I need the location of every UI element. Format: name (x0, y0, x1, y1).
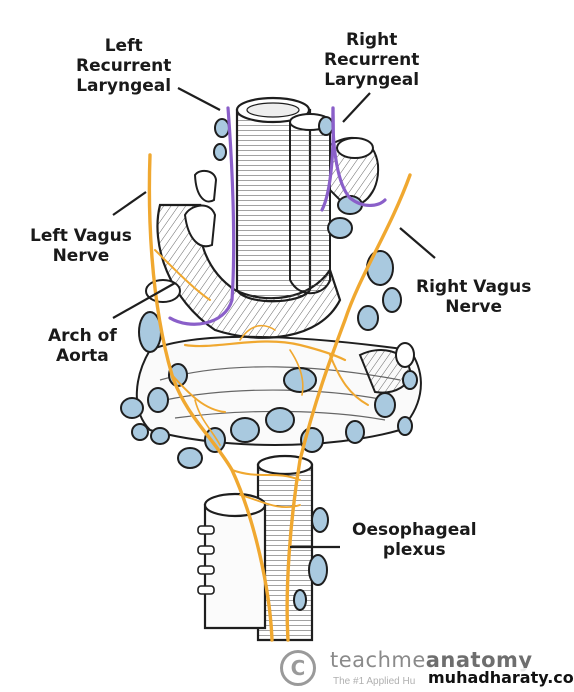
label-line: Nerve (52, 246, 110, 266)
label-line: Left (104, 36, 143, 56)
watermark-tagline: The #1 Applied Hu (333, 676, 416, 687)
label-right-recurrent-laryngeal: Right Recurrent Laryngeal (324, 30, 419, 90)
label-line: Right Vagus (416, 277, 532, 297)
leader-lines (112, 87, 436, 549)
label-line: Aorta (55, 346, 109, 366)
oesophagus-upper (289, 113, 331, 295)
label-line: Arch of (48, 326, 117, 346)
label-right-vagus-nerve: Right Vagus Nerve (416, 277, 531, 317)
label-left-recurrent-laryngeal: Left Recurrent Laryngeal (76, 36, 171, 96)
label-line: Right (346, 30, 398, 50)
label-line: Nerve (445, 297, 503, 317)
copyright-logo: C (280, 650, 316, 686)
label-line: Laryngeal (76, 76, 172, 96)
label-line: Recurrent (324, 50, 420, 70)
vagus-nerves (147, 153, 412, 642)
descending-aorta (197, 492, 267, 630)
recurrent-laryngeal-nerves (168, 106, 387, 326)
label-arch-of-aorta: Arch of Aorta (48, 326, 117, 366)
label-line: Oesophageal (352, 520, 477, 540)
label-line: Recurrent (76, 56, 172, 76)
brand-prefix: teachme (330, 648, 426, 672)
label-left-vagus-nerve: Left Vagus Nerve (30, 226, 132, 266)
label-oesophageal-plexus: Oesophageal plexus (352, 520, 477, 560)
label-line: plexus (382, 540, 446, 560)
label-line: Laryngeal (324, 70, 420, 90)
label-line: Left Vagus (30, 226, 132, 246)
watermark-site[interactable]: muhadharaty.com (426, 668, 574, 687)
